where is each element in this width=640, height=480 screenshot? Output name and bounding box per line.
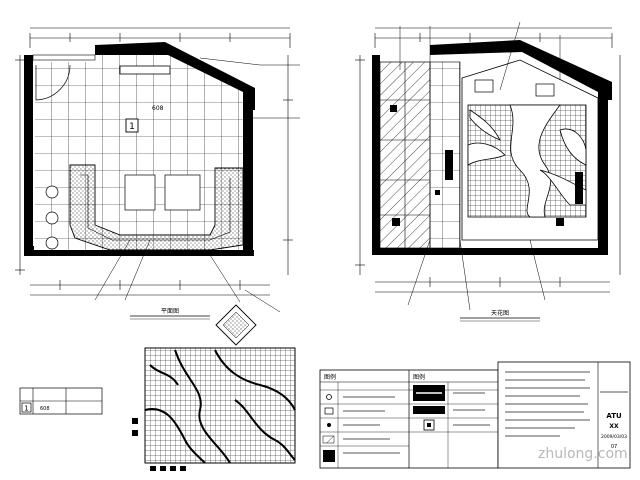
side-dimensions (15, 55, 293, 275)
door-swing (35, 64, 71, 101)
plan-caption-right: 天花图 (491, 309, 509, 317)
walls-right (372, 40, 612, 255)
compass-diamond (215, 304, 257, 346)
strip-divisions (380, 62, 430, 248)
room-number-box (125, 118, 139, 133)
stools (45, 185, 59, 250)
room-label: 608 (152, 105, 164, 112)
room-number: 1 (129, 122, 135, 132)
legend-symbols-left (322, 394, 335, 462)
bottom-dimensions-right (375, 277, 610, 293)
date-label: 2009/03/03 (601, 434, 627, 440)
granite-counter (69, 164, 244, 251)
watermark-text: zhulong.com (538, 446, 628, 462)
organic-ceiling-shapes (467, 104, 587, 218)
legend-table: 图例 图例 (319, 369, 499, 469)
sheet-label: 07 (611, 444, 617, 450)
tile-pattern-detail (132, 347, 296, 471)
top-dimensions (29, 27, 291, 48)
annotation-leaders (94, 57, 300, 313)
side-dimensions-right (355, 55, 621, 275)
drawing-code: ATU (606, 412, 622, 420)
ceiling-boxes (474, 79, 555, 97)
key-row-value: 608 (40, 406, 50, 412)
window-box (119, 65, 171, 75)
ceiling-plan-right: 天花图 (355, 21, 621, 322)
bottom-dimensions (30, 280, 270, 296)
annotation-leaders-right (399, 21, 561, 311)
scale-marks (132, 418, 186, 471)
key-row-number: 1 (24, 405, 28, 413)
title-block: ATU XX 2009/03/03 07 (497, 361, 631, 469)
plan-caption-left: 平面图 (161, 308, 179, 315)
light-fixtures (390, 105, 583, 226)
legend-symbols-right (413, 385, 445, 431)
title-notes (505, 371, 590, 437)
legend-descriptions (343, 392, 490, 454)
legend-header-right: 图例 (413, 373, 425, 381)
pattern-curves (144, 349, 296, 464)
legend-header-left: 图例 (324, 373, 336, 381)
scale-label: XX (609, 423, 619, 430)
walls (24, 42, 255, 256)
key-table: 1 608 (19, 387, 103, 415)
floor-plan-left: 1 608 平面图 (15, 27, 300, 346)
top-dimensions-right (374, 27, 613, 48)
